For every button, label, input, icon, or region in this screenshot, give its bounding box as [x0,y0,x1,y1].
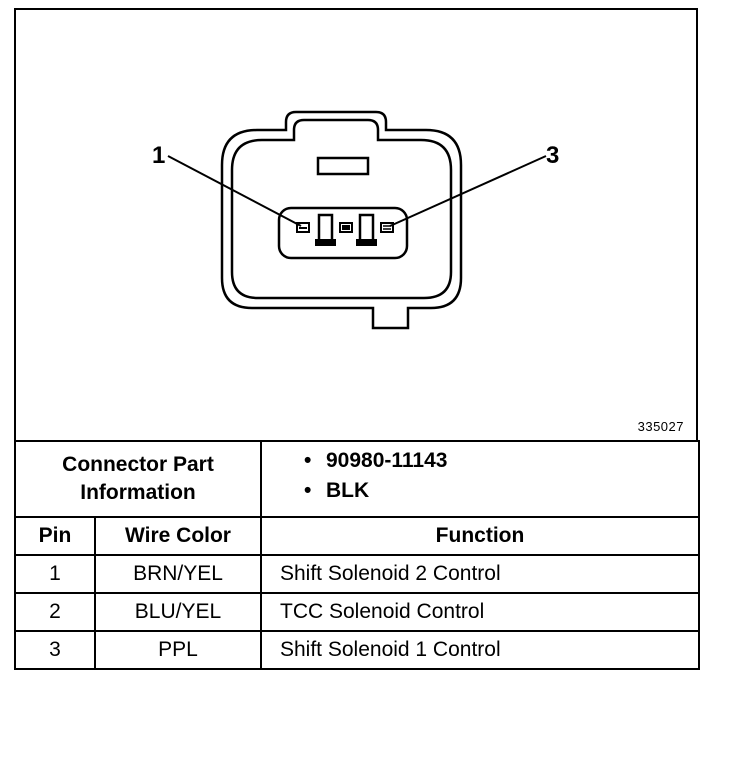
connector-diagram-panel: 1 3 335027 [14,8,698,442]
connector-part-label-line2: Information [80,481,196,504]
header-row: Pin Wire Color Function [14,516,700,556]
part-number-item: • 90980-11143 [304,446,698,476]
pin-3-callout: 3 [546,142,560,169]
wire-color-cell: BLU/YEL [94,592,262,632]
pin-header: Pin [14,516,96,556]
wire-color-cell: PPL [94,630,262,670]
connector-part-info-values: • 90980-11143 • BLK [260,440,700,518]
pin-1-blade-base [315,239,336,246]
connector-drawing [167,110,547,330]
part-number: 90980-11143 [326,449,448,472]
connector-color: BLK [326,479,370,502]
pin-2-terminal [339,222,353,233]
wire-color-cell: BRN/YEL [94,554,262,594]
connector-sheet: 1 3 335027 Connector Part Information • 9… [14,8,700,670]
pin-cell: 3 [14,630,96,670]
connector-part-label-line1: Connector Part [62,453,214,476]
terminal-cavity [277,206,409,260]
function-header: Function [260,516,700,556]
connector-part-info-label: Connector Part Information [14,440,262,518]
pin-2-blade [358,213,375,245]
table-row: 3 PPL Shift Solenoid 1 Control [14,630,700,670]
callout-1-leader [167,155,302,227]
connector-housing-outer [220,110,463,330]
pin-cell: 2 [14,592,96,632]
pin-1-blade [317,213,334,245]
table-row: 2 BLU/YEL TCC Solenoid Control [14,592,700,632]
callout-3-leader [389,155,547,227]
function-cell: Shift Solenoid 1 Control [260,630,700,670]
pin-1-callout: 1 [152,142,166,169]
connector-pinout-table: Connector Part Information • 90980-11143 … [14,440,700,670]
pin-2-blade-base [356,239,377,246]
pin-cell: 1 [14,554,96,594]
pin-3-terminal [380,222,394,233]
connector-latch [316,156,370,176]
table-row: 1 BRN/YEL Shift Solenoid 2 Control [14,554,700,594]
bullet-icon: • [304,479,312,502]
wire-color-header: Wire Color [94,516,262,556]
function-cell: Shift Solenoid 2 Control [260,554,700,594]
pin-1-terminal [296,222,310,233]
function-cell: TCC Solenoid Control [260,592,700,632]
pin-2-terminal-mark [342,225,350,230]
connector-housing-inner [230,118,453,300]
figure-number: 335027 [637,419,684,434]
connector-color-item: • BLK [304,476,698,506]
connector-info-row: Connector Part Information • 90980-11143 … [14,440,700,518]
bullet-icon: • [304,449,312,472]
